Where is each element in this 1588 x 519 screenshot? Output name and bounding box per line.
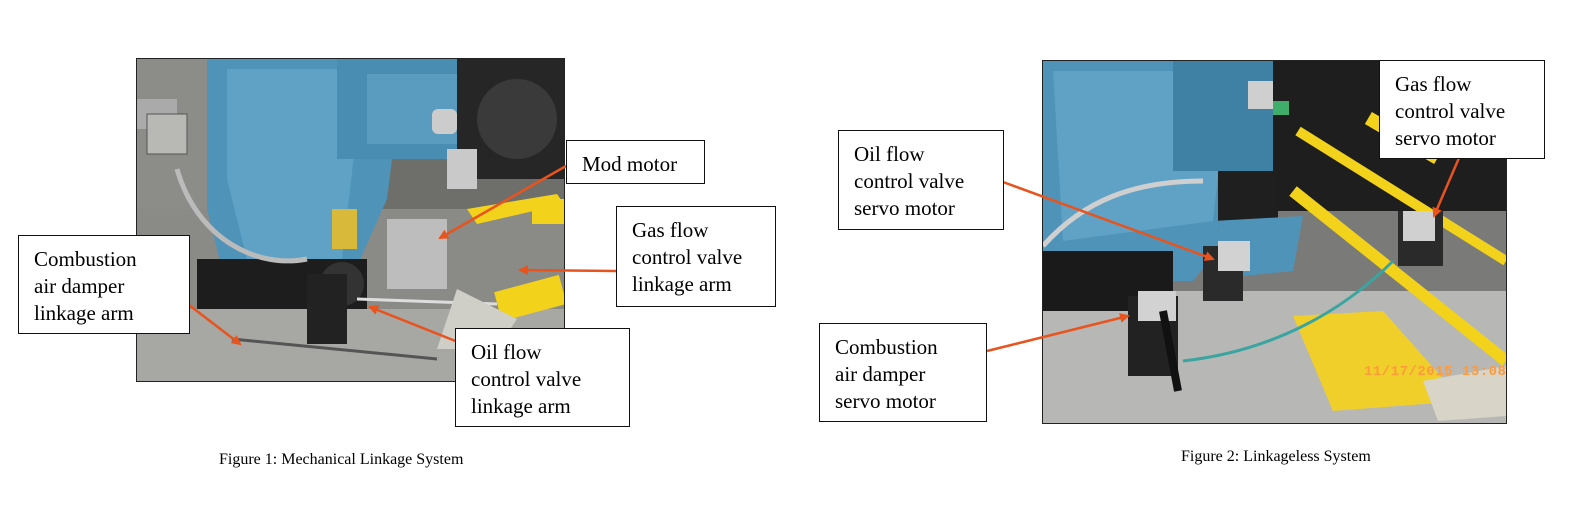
callout-gas-flow-servo-motor: Gas flow control valve servo motor [1379,60,1545,159]
callout-combustion-air-linkage-arm: Combustion air damper linkage arm [18,235,190,334]
figure1-caption: Figure 1: Mechanical Linkage System [219,451,464,468]
figure2-caption: Figure 2: Linkageless System [1181,448,1371,465]
callout-mod-motor: Mod motor [566,140,705,184]
callout-gas-flow-linkage-arm: Gas flow control valve linkage arm [616,206,776,307]
callout-oil-flow-linkage-arm: Oil flow control valve linkage arm [455,328,630,427]
callout-combustion-air-servo-motor: Combustion air damper servo motor [819,323,987,422]
photo-date-stamp: 11/17/2015 13:08 [1364,364,1507,380]
callout-oil-flow-servo-motor: Oil flow control valve servo motor [838,130,1004,230]
